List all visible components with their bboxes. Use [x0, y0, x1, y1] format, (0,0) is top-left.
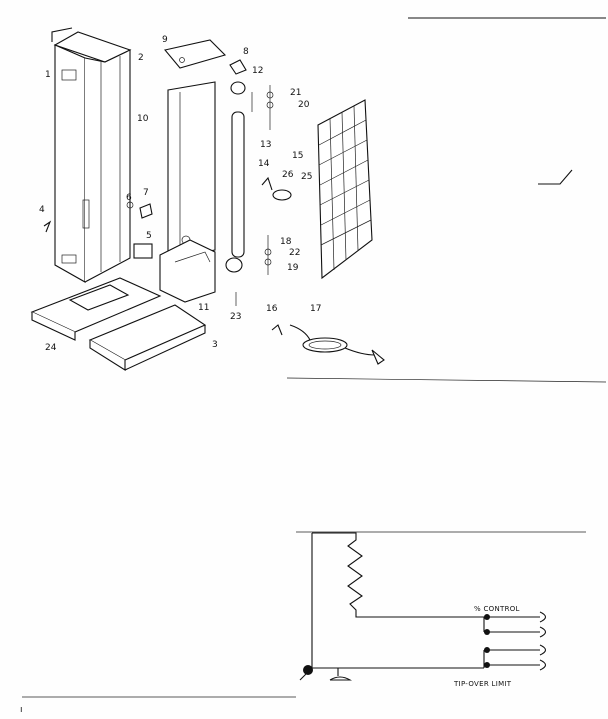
- callout-24: 24: [45, 343, 57, 353]
- heating-element-symbol: [312, 532, 484, 618]
- callout-11: 11: [198, 303, 209, 313]
- callout-13: 13: [260, 140, 271, 150]
- callout-10: 10: [137, 114, 149, 124]
- reflector-assembly: [163, 39, 227, 259]
- corner-tick: ı: [20, 705, 23, 715]
- contact-dot: [484, 614, 490, 620]
- wiring-schematic: % CONTROL TIP-OVER LIMIT: [22, 531, 586, 698]
- callout-23: 23: [230, 312, 241, 322]
- callout-3: 3: [212, 340, 218, 350]
- tip-over-limit-label: TIP-OVER LIMIT: [453, 680, 512, 688]
- element-assembly: [225, 59, 292, 306]
- callout-17: 17: [310, 304, 321, 314]
- callout-5: 5: [146, 231, 152, 241]
- callout-26: 26: [282, 170, 294, 180]
- control-label: % CONTROL: [474, 605, 520, 613]
- contact-dot: [484, 647, 490, 653]
- callout-16: 16: [266, 304, 278, 314]
- callout-4: 4: [39, 205, 45, 215]
- callout-14: 14: [258, 159, 270, 169]
- callout-2: 2: [138, 53, 144, 63]
- callout-25: 25: [301, 172, 312, 182]
- part-callouts: 1 2 3 4 5 6 7 8 9 10 11 12 13 14 15 16 1…: [39, 35, 321, 353]
- callout-1: 1: [45, 70, 51, 80]
- tip-over-switch-symbol: [329, 668, 352, 681]
- base-assembly: [30, 277, 207, 371]
- frame-divider-line: [286, 377, 607, 383]
- grille: [317, 99, 373, 280]
- base-block: [159, 239, 216, 303]
- callout-15: 15: [292, 151, 303, 161]
- junction-node: [303, 665, 313, 675]
- callout-6: 6: [126, 193, 132, 203]
- callout-22: 22: [289, 248, 300, 258]
- callout-7: 7: [143, 188, 149, 198]
- callout-18: 18: [280, 237, 292, 247]
- cabinet: [51, 27, 132, 283]
- callout-20: 20: [298, 100, 310, 110]
- contact-dot: [484, 629, 490, 635]
- callout-21: 21: [290, 88, 301, 98]
- switch-group: [43, 201, 153, 259]
- contact-dot: [484, 662, 490, 668]
- callout-19: 19: [287, 263, 299, 273]
- callout-9: 9: [162, 35, 168, 45]
- callout-12: 12: [252, 66, 263, 76]
- corner-mark: [538, 169, 573, 185]
- power-cord: [271, 324, 385, 365]
- callout-8: 8: [243, 47, 249, 57]
